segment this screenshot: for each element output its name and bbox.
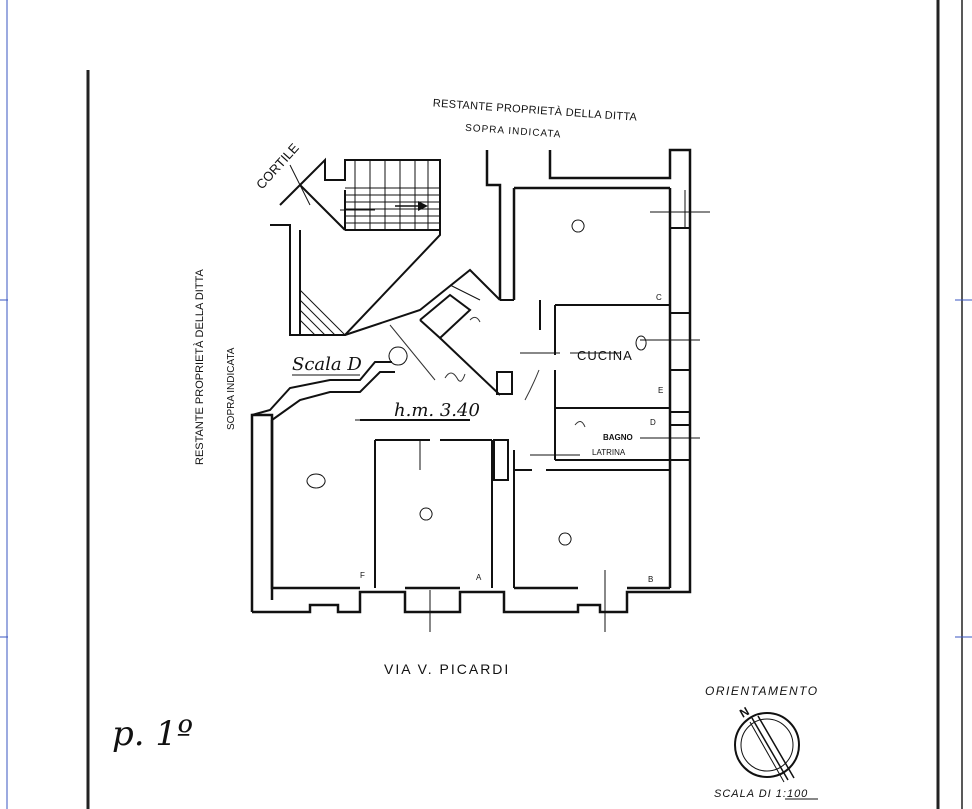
stamp-left-line1: RESTANTE PROPRIETÀ DELLA DITTA <box>193 269 206 465</box>
room-letters: F A B C E D <box>360 293 663 584</box>
stamp-left-line2: SOPRA INDICATA <box>226 347 237 430</box>
room-letter: C <box>656 293 662 302</box>
room-letter: A <box>476 573 482 582</box>
handwritten-notes <box>389 316 586 428</box>
courtyard-label: CORTILE <box>253 140 302 192</box>
exterior-walls <box>250 148 692 614</box>
room-letter: D <box>650 418 656 427</box>
street-label: VIA V. PICARDI <box>384 661 510 677</box>
section-marks <box>289 164 710 632</box>
toilet-label: LATRINA <box>592 448 626 457</box>
room-letter: E <box>658 386 663 395</box>
stamp-top: RESTANTE PROPRIETÀ DELLA DITTA SOPRA IND… <box>432 96 638 141</box>
stamp-top-line2: SOPRA INDICATA <box>465 123 562 141</box>
stair-arrow <box>395 201 428 211</box>
orientation-title: ORIENTAMENTO <box>705 684 819 698</box>
compass-icon: N <box>734 704 800 783</box>
floor-label: p. 1º <box>112 714 193 754</box>
stair-label: Scala D <box>292 354 362 375</box>
stamp-top-line1: RESTANTE PROPRIETÀ DELLA DITTA <box>432 96 638 123</box>
scale-label: SCALA DI 1:100 <box>714 788 808 800</box>
bath-label: BAGNO <box>603 433 633 442</box>
kitchen-label: CUCINA <box>577 348 633 363</box>
stamp-left: RESTANTE PROPRIETÀ DELLA DITTA SOPRA IND… <box>193 269 237 465</box>
room-letter: F <box>360 571 365 580</box>
room-letter: B <box>648 575 653 584</box>
height-label: h.m. 3.40 <box>394 400 480 421</box>
stair-treads <box>299 160 440 336</box>
door-swings <box>306 219 647 546</box>
